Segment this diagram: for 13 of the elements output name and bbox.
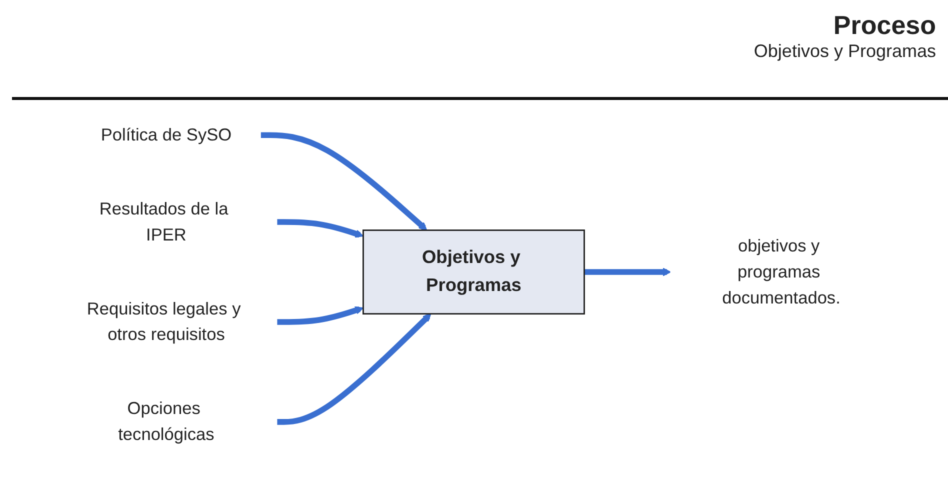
- arrow: [260, 132, 428, 231]
- diagram-title: Proceso: [833, 10, 936, 41]
- node-text: objetivos y programas documentados.: [722, 236, 841, 308]
- node-text: Resultados de la IPER: [100, 198, 229, 244]
- node-box: Objetivos y Programas: [362, 230, 586, 315]
- node-text: Requisitos legales y otros requisitos: [87, 298, 242, 344]
- arrow: [584, 268, 672, 276]
- arrow: [277, 313, 432, 425]
- subtitle-text: Objetivos y Programas: [752, 41, 936, 62]
- node-text: Opciones tecnológicas: [118, 398, 215, 444]
- arrow: [277, 219, 364, 238]
- node-text: Política de SySO: [101, 124, 232, 144]
- arrow: [277, 306, 364, 325]
